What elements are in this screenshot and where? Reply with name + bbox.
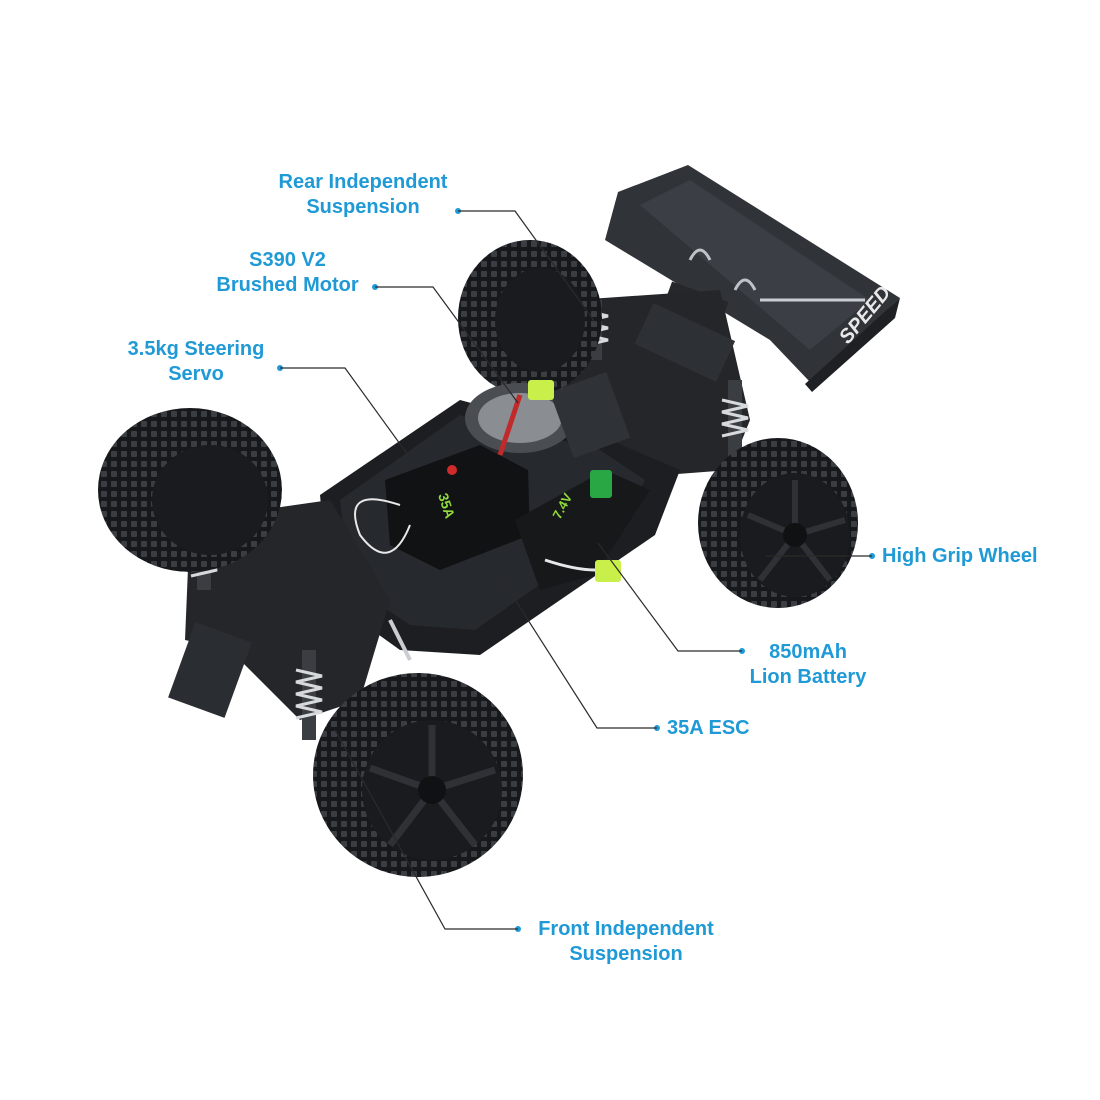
esc-unit: 35A <box>385 445 530 570</box>
rear-right-wheel <box>698 438 858 608</box>
esc-label: 35A <box>435 491 458 520</box>
motor-body <box>465 371 631 459</box>
callout-steering-servo: 3.5kg Steering Servo <box>127 338 265 385</box>
callout-35a-esc: 35A ESC <box>667 717 750 739</box>
rear-left-wheel <box>458 240 602 396</box>
front-right-wheel <box>313 673 523 877</box>
antenna-wire <box>354 498 411 554</box>
main-chassis: 35A 7.4V <box>320 371 680 655</box>
rear-shock-right <box>721 380 749 460</box>
callout-front-independent-suspension: Front Independent Suspension <box>538 918 714 965</box>
callout-high-grip-wheel: High Grip Wheel <box>882 545 1038 567</box>
motor-plug <box>528 380 554 400</box>
callout-lion-battery: 850mAh Lion Battery <box>749 641 867 688</box>
front-left-wheel <box>98 408 282 572</box>
battery-pack: 7.4V <box>515 470 650 590</box>
leader-lines <box>277 208 875 932</box>
callout-rear-independent-suspension: Rear Independent Suspension <box>278 171 448 218</box>
front-shock-right <box>295 650 323 740</box>
battery-plug <box>595 560 621 582</box>
callout-brushed-motor: S390 V2 Brushed Motor <box>216 249 359 296</box>
